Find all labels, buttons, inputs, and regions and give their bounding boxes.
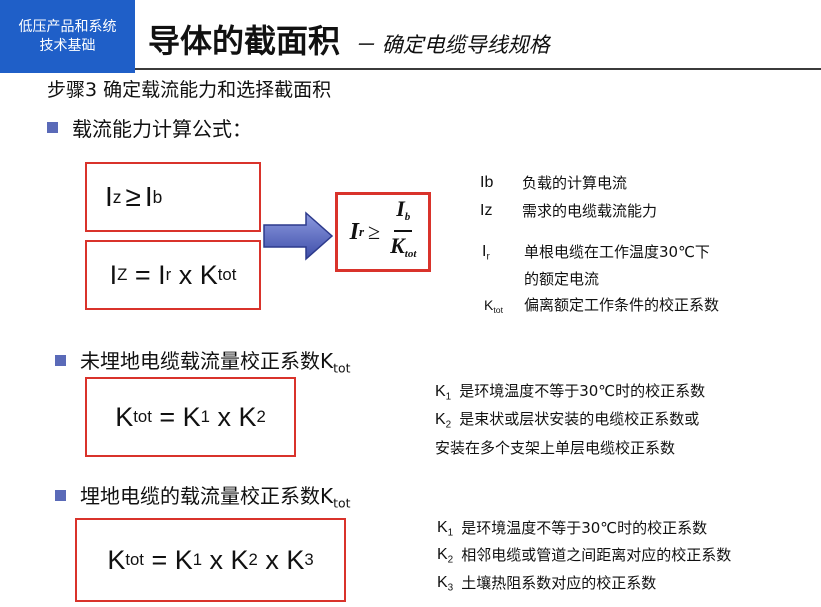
subscript: b: [404, 211, 411, 223]
legend-desc-cont: 的额定电流: [524, 270, 600, 289]
fraction: Ib Ktot: [390, 196, 416, 268]
legend-desc: 是束状或层状安装的电缆校正系数或: [459, 410, 700, 429]
symbol-i: I: [349, 218, 359, 245]
subscript: 3: [304, 550, 314, 569]
bullet-square-icon: [55, 354, 66, 366]
legend-ktot: Ktot 偏离额定工作条件的校正系数: [484, 294, 719, 321]
title-divider: [135, 68, 821, 70]
logo-line-2: 技术基础: [39, 37, 96, 54]
symbol-i: I: [109, 259, 118, 290]
logo-line-1: 低压产品和系统: [18, 18, 117, 35]
subscript: 1: [447, 527, 454, 539]
legend-desc: 需求的电缆载流能力: [522, 202, 658, 220]
legend-desc: 是环境温度不等于30℃时的校正系数: [461, 519, 708, 537]
symbol-i: I: [396, 196, 405, 222]
legend-symbol: K: [437, 519, 448, 536]
subscript: tot: [493, 305, 503, 316]
subscript: 3: [447, 582, 454, 594]
arrow-right-icon: [263, 211, 334, 261]
fraction-numerator: Ib: [394, 196, 413, 232]
step-heading: 步骤3 确定载流能力和选择截面积: [47, 79, 332, 101]
bullet-buried: 埋地电缆的载流量校正系数Ktot: [55, 480, 350, 510]
subscript: tot: [217, 265, 237, 284]
times-k: x K: [171, 259, 218, 290]
legend-symbol: Ib: [480, 174, 494, 191]
bullet-text: 埋地电缆的载流量校正系数Ktot: [80, 480, 350, 510]
title-text: 导体的截面积: [148, 22, 341, 60]
bullet-text: 载流能力计算公式：: [72, 117, 252, 141]
fraction-denominator: Ktot: [390, 232, 416, 268]
subscript: tot: [133, 407, 152, 426]
subscript: tot: [125, 550, 144, 569]
legend-symbol: K: [435, 383, 446, 400]
legend-symbol: K: [437, 573, 448, 591]
subscript: z: [112, 186, 122, 207]
bullet-label: 未埋地电缆载流量校正系数K: [80, 349, 334, 373]
legend-desc: 负载的计算电流: [522, 174, 628, 192]
equals-i: = I: [127, 259, 166, 290]
geq-symbol: ≥: [368, 219, 381, 244]
legend-symbol: Iz: [480, 202, 493, 219]
subscript: 1: [192, 550, 203, 569]
legend-symbol: I: [482, 243, 487, 260]
legend-desc: 土壤热阻系数对应的校正系数: [461, 573, 657, 592]
legend-desc: 相邻电缆或管道之间距离对应的校正系数: [461, 546, 732, 565]
legend-symbol: K: [484, 297, 494, 313]
legend-desc: 单根电缆在工作温度30℃下: [524, 243, 710, 261]
legend-desc: 是环境温度不等于30℃时的校正系数: [459, 382, 706, 400]
legend-ir: Ir 单根电缆在工作温度30℃下 的额定电流: [482, 241, 710, 290]
subscript: 1: [445, 391, 452, 403]
subscript: 1: [200, 407, 210, 426]
page-title: 导体的截面积 － 确定电缆导线规格: [148, 16, 550, 62]
subscript: tot: [333, 360, 351, 376]
times-k: x K: [209, 401, 257, 432]
legend-ib: Ib 负载的计算电流: [480, 172, 627, 194]
subscript: 2: [256, 407, 266, 426]
legend-iz: Iz 需求的电缆载流能力: [480, 200, 657, 222]
logo-block: 低压产品和系统 技术基础: [0, 0, 135, 73]
subscript: 2: [248, 550, 258, 569]
subscript: 2: [445, 419, 452, 431]
symbol-i: I: [144, 181, 153, 212]
subscript: r: [358, 224, 364, 239]
times-k: x K: [202, 544, 249, 575]
subscript: Z: [117, 265, 128, 284]
symbol-k: K: [107, 544, 126, 575]
subscript: b: [152, 186, 163, 207]
equals-k: = K: [143, 544, 193, 575]
subscript: r: [486, 251, 490, 263]
subscript: 2: [447, 554, 454, 566]
symbol-k: K: [115, 401, 134, 432]
bullet-square-icon: [55, 489, 66, 501]
symbol-i: I: [105, 181, 113, 212]
subscript: r: [165, 265, 172, 284]
legend-symbol: K: [437, 546, 448, 564]
symbol-k: K: [390, 233, 405, 258]
equals-k: = K: [151, 401, 201, 432]
bullet-formula: 载流能力计算公式：: [47, 113, 252, 142]
page-subtitle: － 确定电缆导线规格: [354, 33, 550, 57]
legend-desc: 偏离额定工作条件的校正系数: [524, 296, 720, 314]
legend-symbol: K: [435, 411, 446, 429]
bullet-non-buried: 未埋地电缆载流量校正系数Ktot: [55, 345, 350, 375]
times-k: x K: [257, 544, 305, 575]
subscript: tot: [404, 247, 417, 260]
bullet-text: 未埋地电缆载流量校正系数Ktot: [80, 345, 350, 375]
bullet-square-icon: [47, 122, 58, 133]
geq-symbol: ≥: [125, 181, 141, 212]
legend-desc-cont: 安装在多个支架上单层电缆校正系数: [435, 438, 676, 457]
bullet-label: 埋地电缆的载流量校正系数K: [80, 484, 334, 508]
subscript: tot: [333, 495, 351, 511]
